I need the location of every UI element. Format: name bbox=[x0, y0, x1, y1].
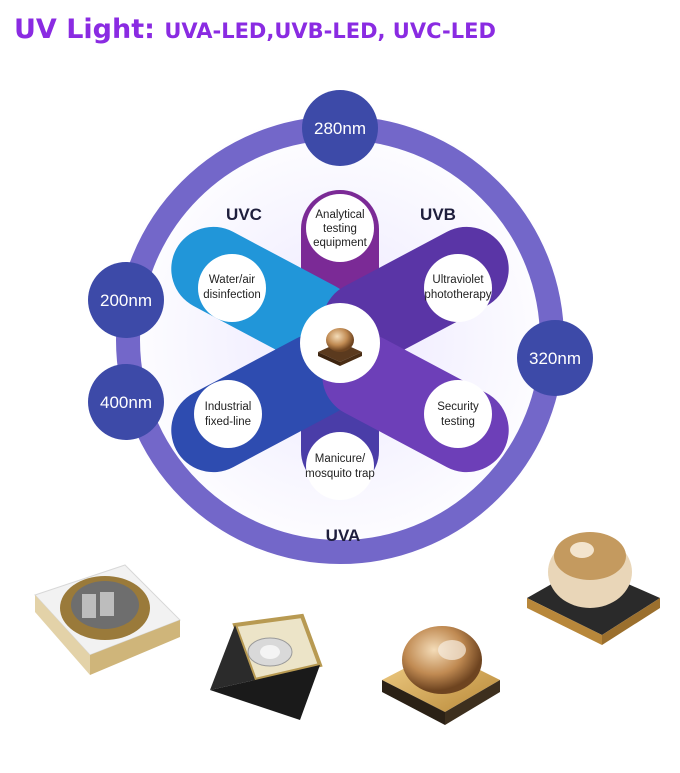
wavelength-node-280: 280nm bbox=[302, 90, 378, 166]
page-title: UV Light: UVA-LED,UVB-LED, UVC-LED bbox=[14, 14, 496, 45]
svg-text:equipment: equipment bbox=[313, 237, 368, 249]
center-led-icon bbox=[300, 303, 380, 383]
wavelength-node-400: 400nm bbox=[88, 364, 164, 440]
svg-text:fixed-line: fixed-line bbox=[205, 416, 251, 428]
svg-text:Water/air: Water/air bbox=[209, 274, 255, 286]
svg-text:disinfection: disinfection bbox=[203, 289, 261, 301]
led-product-image-2 bbox=[210, 613, 323, 720]
title-main: UV Light: bbox=[14, 14, 165, 45]
app-node-upper-right: Ultraviolet phototherapy bbox=[424, 254, 492, 322]
svg-text:Industrial: Industrial bbox=[205, 401, 252, 413]
band-label-uva: UVA bbox=[326, 526, 361, 545]
svg-text:400nm: 400nm bbox=[100, 393, 152, 412]
led-product-image-3 bbox=[382, 626, 500, 725]
led-product-image-4 bbox=[527, 532, 660, 645]
app-node-top: Analytical testing equipment bbox=[306, 194, 374, 262]
app-node-bottom: Manicure/ mosquito trap bbox=[305, 432, 375, 500]
svg-text:280nm: 280nm bbox=[314, 119, 366, 138]
svg-text:mosquito trap: mosquito trap bbox=[305, 468, 375, 480]
svg-text:phototherapy: phototherapy bbox=[424, 289, 491, 301]
title-subtitle: UVA-LED,UVB-LED, UVC-LED bbox=[164, 19, 496, 43]
wavelength-node-320: 320nm bbox=[517, 320, 593, 396]
svg-text:200nm: 200nm bbox=[100, 291, 152, 310]
app-node-lower-right: Security testing bbox=[424, 380, 492, 448]
app-node-upper-left: Water/air disinfection bbox=[198, 254, 266, 322]
svg-text:Security: Security bbox=[437, 401, 479, 413]
band-label-uvc: UVC bbox=[226, 205, 262, 224]
wavelength-node-200: 200nm bbox=[88, 262, 164, 338]
app-node-lower-left: Industrial fixed-line bbox=[194, 380, 262, 448]
svg-text:320nm: 320nm bbox=[529, 349, 581, 368]
svg-text:Manicure/: Manicure/ bbox=[315, 453, 366, 465]
band-label-uvb: UVB bbox=[420, 205, 456, 224]
svg-text:testing: testing bbox=[323, 223, 357, 235]
svg-text:Ultraviolet: Ultraviolet bbox=[432, 274, 484, 286]
led-product-image-1 bbox=[34, 564, 181, 675]
svg-text:testing: testing bbox=[441, 416, 475, 428]
svg-text:Analytical: Analytical bbox=[315, 209, 364, 221]
